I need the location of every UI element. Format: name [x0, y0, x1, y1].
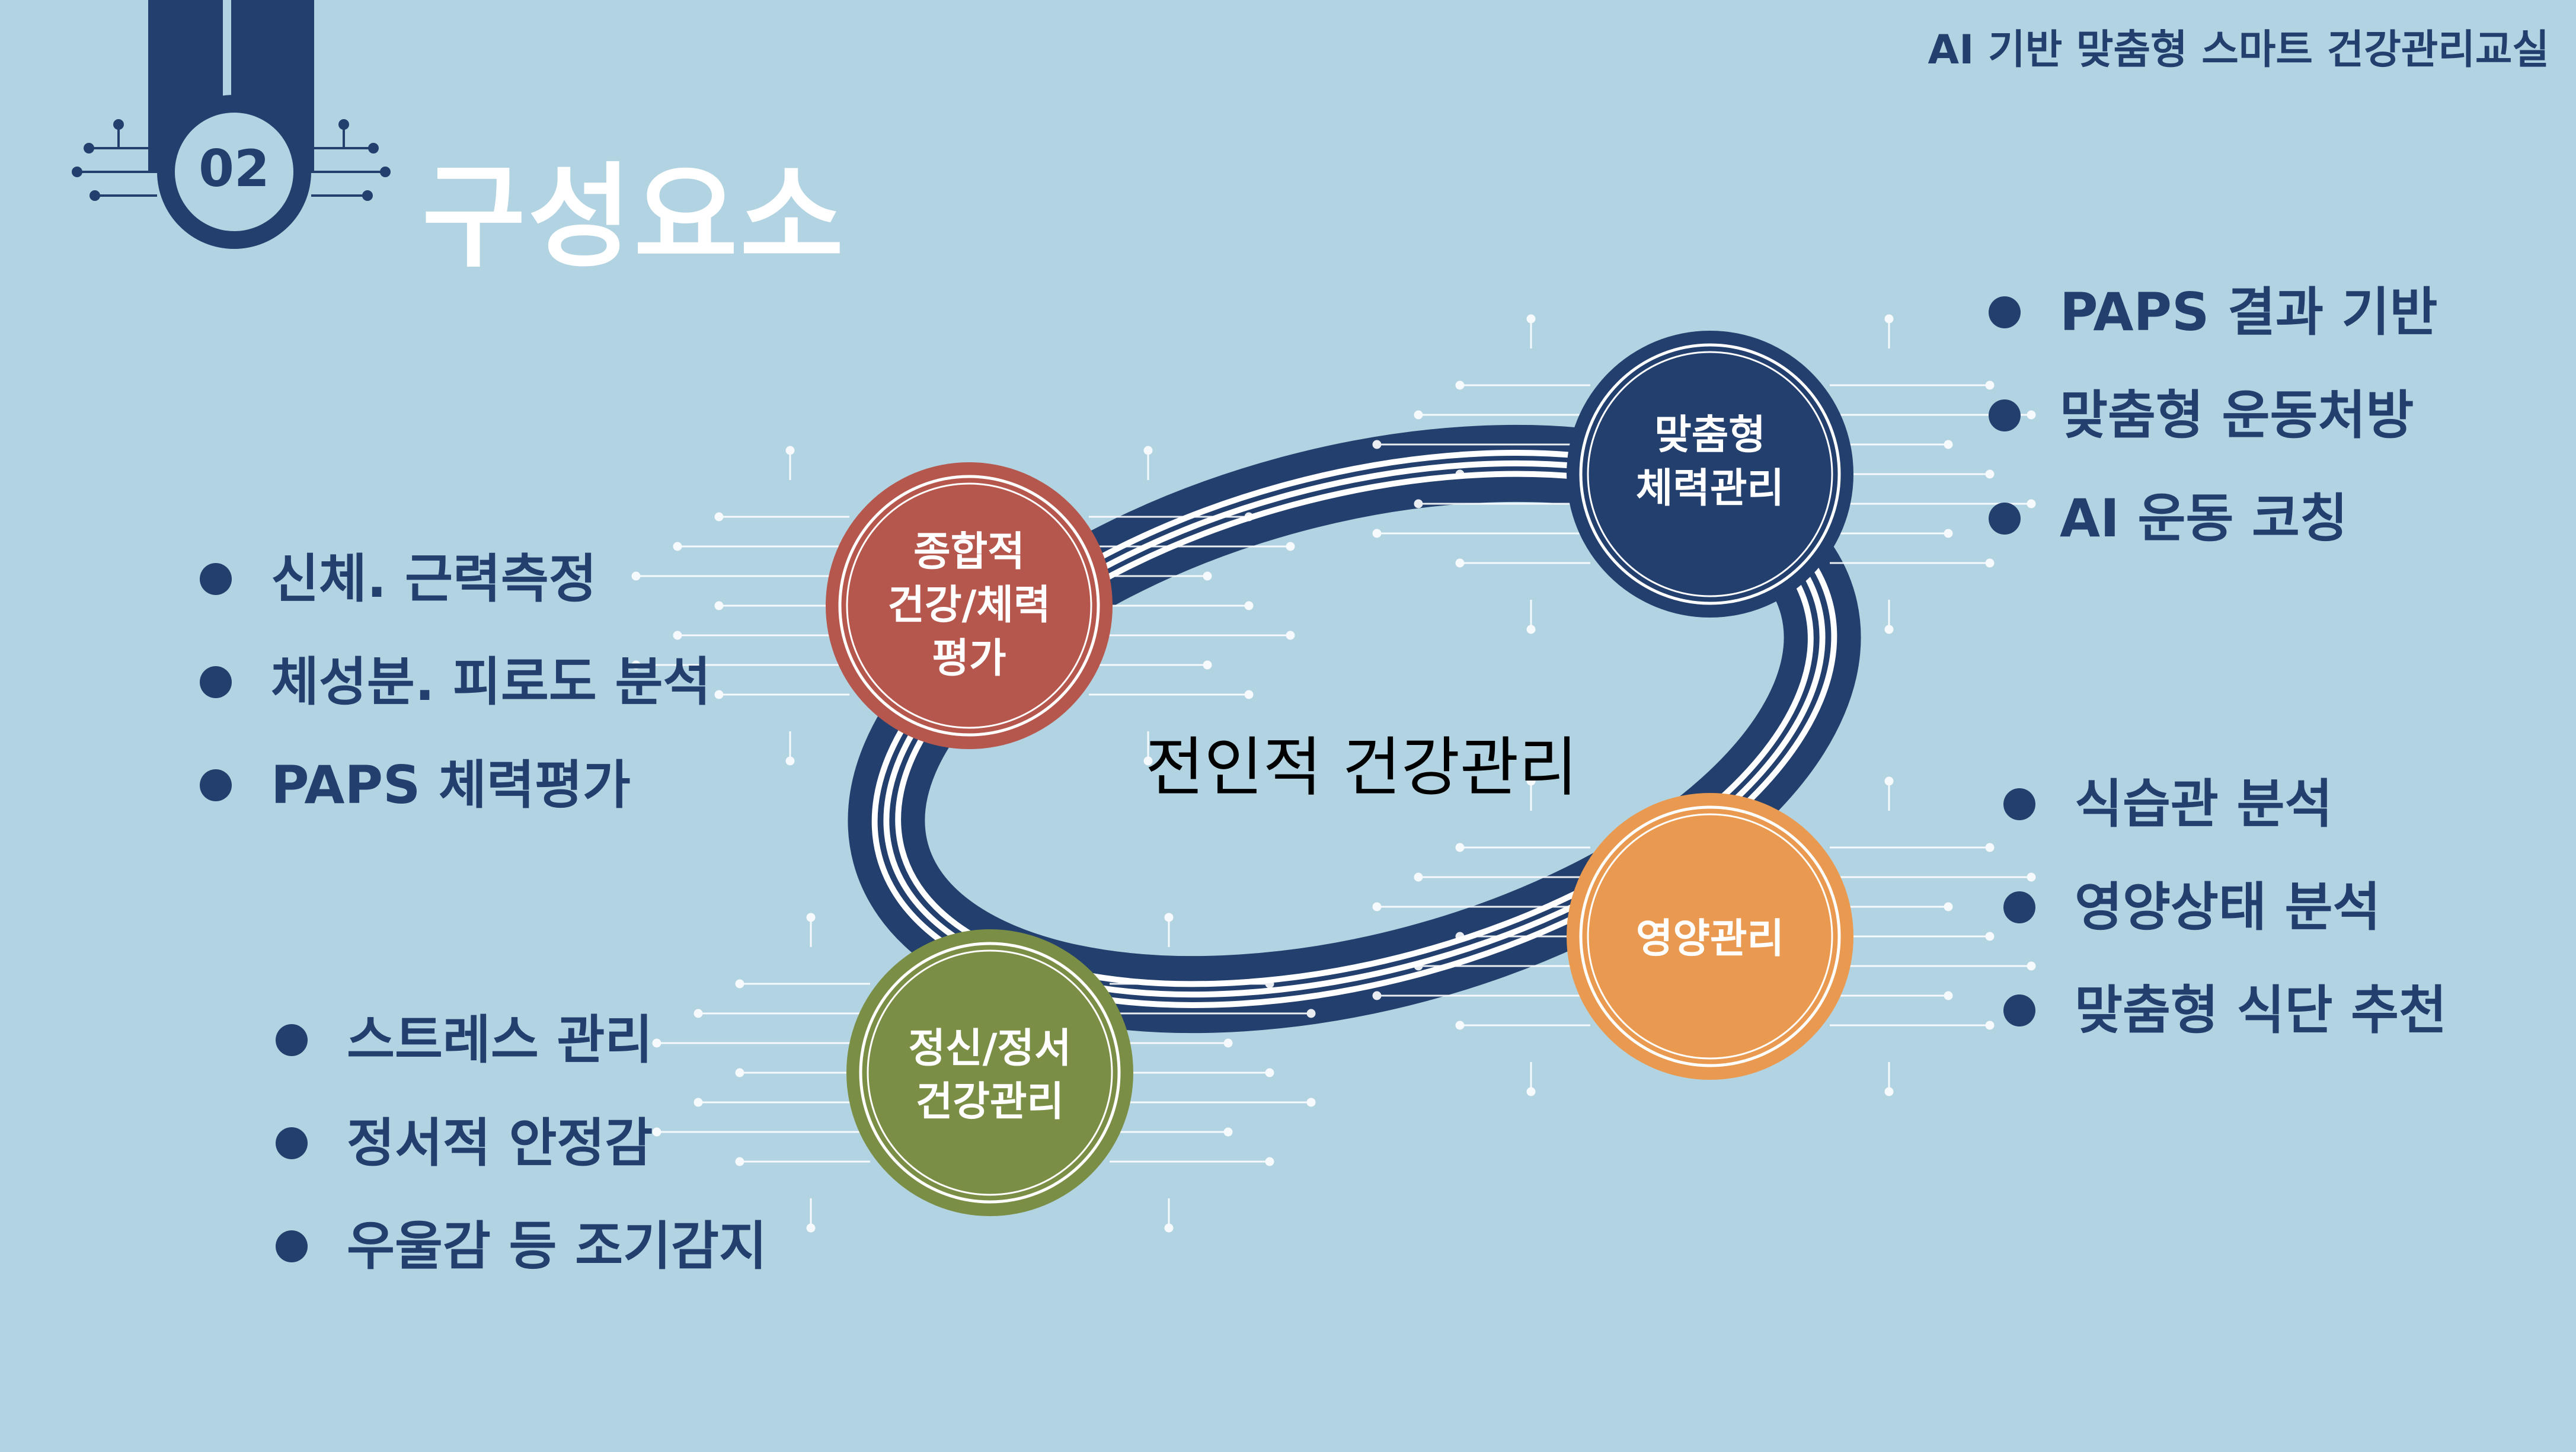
node-assessment	[631, 446, 1295, 766]
bullet-item: 정서적 안정감	[276, 1092, 767, 1195]
bullet-text: PAPS 체력평가	[271, 754, 631, 815]
section-badge	[72, 0, 391, 249]
node-inner-ring	[838, 475, 1100, 737]
node-circle	[1567, 793, 1853, 1080]
header-title: AI 기반 맞춤형 스마트 건강관리교실	[1928, 27, 2549, 73]
bullets-nutrition: 식습관 분석 영양상태 분석 맞춤형 식단 추천	[2003, 753, 2447, 1062]
bullets-assessment: 신체. 근력측정 체성분. 피로도 분석 PAPS 체력평가	[200, 527, 711, 837]
bullet-text: PAPS 결과 기반	[2060, 282, 2438, 343]
bullet-text: 식습관 분석	[2075, 773, 2333, 834]
node-inner-ring	[846, 482, 1092, 729]
bullet-item: 맞춤형 운동처방	[1989, 364, 2438, 467]
bullet-dot	[2003, 994, 2035, 1026]
bullet-text: 맞춤형 식단 추천	[2075, 980, 2447, 1041]
bullet-text: 체성분. 피로도 분석	[271, 651, 711, 712]
node-label-assessment: 종합적 건강/체력 평가	[887, 529, 1051, 682]
bullet-item: 신체. 근력측정	[200, 527, 711, 631]
bullets-fitness: PAPS 결과 기반 맞춤형 운동처방 AI 운동 코칭	[1989, 261, 2438, 570]
node-circle	[1567, 331, 1853, 618]
node-inner-ring	[859, 942, 1121, 1204]
bullet-text: 맞춤형 운동처방	[2060, 385, 2414, 446]
bullet-item: 체성분. 피로도 분석	[200, 631, 711, 734]
bullet-item: AI 운동 코칭	[1989, 467, 2438, 570]
bullet-dot	[276, 1127, 308, 1159]
bullet-dot	[1989, 296, 2021, 328]
bullet-text: 영양상태 분석	[2075, 877, 2381, 938]
node-label-nutrition: 영양관리	[1635, 916, 1785, 962]
node-inner-ring	[867, 949, 1113, 1196]
bullet-dot	[200, 769, 232, 801]
bullet-dot	[200, 666, 232, 698]
node-inner-ring	[1587, 351, 1833, 597]
bullet-dot	[1989, 503, 2021, 535]
bullets-mental: 스트레스 관리 정서적 안정감 우울감 등 조기감지	[276, 989, 767, 1298]
bullet-text: 스트레스 관리	[347, 1009, 653, 1070]
bullet-item: 우울감 등 조기감지	[276, 1195, 767, 1298]
bullet-text: 신체. 근력측정	[271, 548, 597, 609]
node-label-mental: 정신/정서 건강관리	[908, 1025, 1072, 1125]
node-inner-ring	[1579, 343, 1841, 605]
bullet-text: 우울감 등 조기감지	[347, 1216, 767, 1277]
node-label-fitness: 맞춤형 체력관리	[1635, 412, 1785, 512]
section-number: 02	[199, 139, 270, 199]
node-circle	[826, 462, 1113, 749]
circuit-lines	[1372, 314, 2036, 634]
node-circle	[846, 929, 1133, 1216]
node-inner-ring	[1579, 805, 1841, 1067]
node-inner-ring	[1587, 813, 1833, 1060]
bullet-dot	[276, 1024, 308, 1056]
bullet-item: PAPS 결과 기반	[1989, 261, 2438, 364]
bullet-item: PAPS 체력평가	[200, 734, 711, 837]
node-nutrition	[1372, 776, 2036, 1096]
bullet-item: 식습관 분석	[2003, 753, 2447, 856]
bullet-item: 영양상태 분석	[2003, 856, 2447, 959]
bullet-dot	[2003, 788, 2035, 820]
bullet-dot	[276, 1230, 308, 1262]
node-mental	[652, 913, 1316, 1233]
bullet-item: 맞춤형 식단 추천	[2003, 959, 2447, 1062]
circuit-lines	[1372, 776, 2036, 1096]
bullet-dot	[1989, 399, 2021, 431]
bullet-text: AI 운동 코칭	[2060, 488, 2348, 549]
bullet-item: 스트레스 관리	[276, 989, 767, 1092]
bullet-dot	[2003, 891, 2035, 923]
section-title: 구성요소	[422, 152, 846, 283]
bullet-dot	[200, 563, 232, 595]
node-fitness	[1372, 314, 2036, 634]
bullet-text: 정서적 안정감	[347, 1112, 653, 1173]
circuit-lines	[652, 913, 1316, 1233]
center-label: 전인적 건강관리	[1145, 731, 1578, 805]
